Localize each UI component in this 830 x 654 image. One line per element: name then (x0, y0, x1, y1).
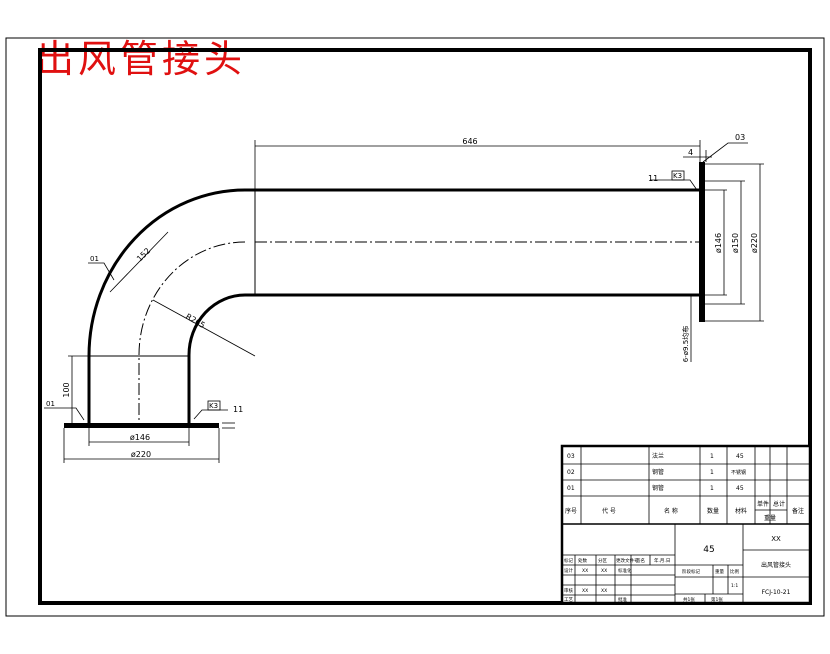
hdr-qty: 数量 (707, 507, 719, 515)
dim-4-text: 4 (688, 148, 693, 157)
dim-dia220-h-text: ø220 (131, 450, 151, 459)
part-qty-2: 1 (710, 485, 714, 492)
part-left-label: 01 (46, 400, 55, 408)
scale-value: 1:1 (731, 583, 738, 589)
rev-date: 年.月.日 (654, 557, 670, 564)
company: XX (771, 535, 781, 543)
dim-dia150-text: ø150 (731, 233, 740, 253)
dim-dia146-h-text: ø146 (130, 433, 150, 442)
leader-03 (702, 142, 748, 163)
design-xx1: XX (582, 568, 588, 574)
hdr-name: 名 称 (664, 507, 678, 515)
part-material-2: 45 (736, 485, 744, 492)
weld-box-bottom (207, 400, 221, 411)
outer-border (5, 37, 825, 617)
part-no-2: 01 (567, 485, 575, 492)
r152-text: 152 (135, 246, 152, 263)
bottom-flange (64, 423, 219, 428)
hdr-material: 材料 (735, 507, 747, 515)
dimension-lines (44, 140, 764, 463)
review-label: 审核 (564, 587, 573, 594)
part-03-label: 03 (735, 133, 745, 142)
dim-646-text: 646 (462, 137, 477, 146)
design-xx2: XX (601, 568, 607, 574)
design-label: 设计 (564, 567, 573, 574)
rev-zone: 分区 (598, 557, 607, 564)
hdr-weight: 重量 (764, 514, 776, 522)
rev-mark: 标记 (564, 557, 573, 564)
part-name-1: 钢管 (652, 468, 664, 476)
dim-100-text: 100 (62, 382, 71, 397)
hdr-unit: 单件 (757, 500, 769, 508)
part-no-1: 02 (567, 469, 575, 476)
part-material-1: 不锈钢 (731, 469, 746, 476)
hdr-code: 代 号 (602, 507, 616, 515)
std-label: 标准化 (618, 567, 632, 574)
scale-label: 比例 (730, 568, 739, 575)
pipe-elbow (87, 188, 700, 425)
weld-bottom-box-text: K3 (209, 402, 218, 410)
craft-label: 工艺 (564, 597, 573, 603)
drawing-title: 出风管接头 (36, 37, 247, 81)
dim-dia220-text: ø220 (750, 233, 759, 253)
weld-right-text: 11 (648, 174, 658, 183)
drawing-number: FCJ-10-21 (762, 589, 791, 596)
weld-box-right (671, 170, 685, 181)
part-qty-1: 1 (710, 469, 714, 476)
r265-leader (152, 299, 256, 357)
weld-bottom-text: 11 (233, 405, 243, 414)
review-xx3: XX (582, 588, 588, 594)
hdr-remark: 备注 (792, 507, 804, 515)
part-name-0: 法兰 (652, 452, 664, 460)
part-name-2: 钢管 (652, 484, 664, 492)
r152-leader (109, 231, 169, 293)
dim-dia146-text: ø146 (714, 233, 723, 253)
weld-right-box-text: K3 (673, 172, 682, 180)
sheets-label: 共1张 (683, 596, 695, 603)
leader-left (44, 407, 85, 421)
weld-leader-bottom (193, 409, 228, 420)
part-no-0: 03 (567, 453, 575, 460)
part-material-0: 45 (736, 453, 744, 460)
approve-label: 批准 (618, 596, 627, 603)
elbow-outer-arc (87, 188, 246, 425)
weight-label: 重量 (715, 568, 724, 575)
center-arc (138, 241, 246, 425)
rev-sign: 签名 (636, 557, 645, 564)
hdr-no: 序号 (565, 507, 577, 515)
holes-text: 6-ø9.5均布 (681, 326, 690, 362)
inner-frame (38, 48, 812, 605)
stage-label: 阶段标记 (682, 568, 700, 575)
review-xx4: XX (601, 588, 607, 594)
elbow-inner-arc (187, 293, 246, 425)
title-block: 03 法兰 1 45 02 钢管 1 不锈钢 01 钢管 1 45 序号 代 号… (560, 444, 812, 605)
rev-docno: 更改文件号 (616, 557, 639, 564)
hdr-total: 总计 (773, 500, 785, 508)
weld-leader-right (650, 179, 698, 191)
right-flange (699, 162, 705, 322)
rev-count: 处数 (578, 557, 587, 564)
drawing-name: 出风管接头 (761, 561, 791, 569)
material-big: 45 (703, 545, 714, 555)
part-01-label: 01 (90, 255, 99, 263)
leader-01 (88, 262, 115, 281)
sheet-no-label: 第1张 (711, 596, 723, 603)
part-qty-0: 1 (710, 453, 714, 460)
